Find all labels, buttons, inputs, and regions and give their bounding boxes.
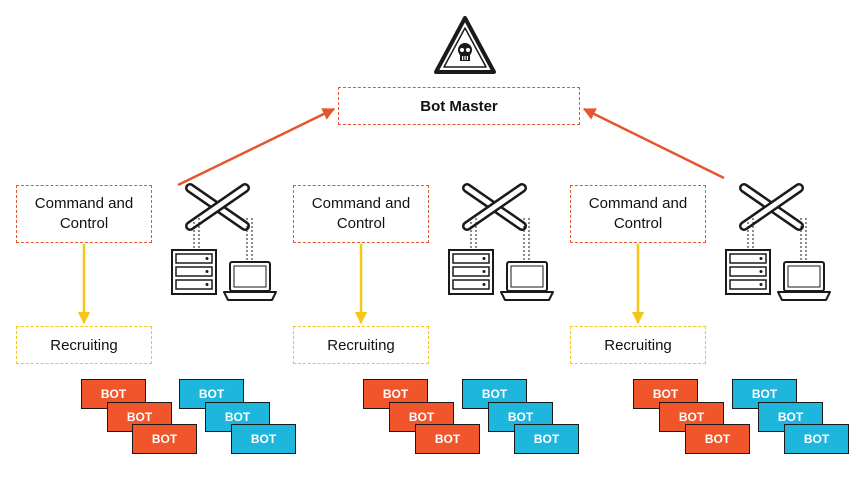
recruiting-label: Recruiting [327,336,395,354]
bot-tile-blue: BOT [784,424,849,454]
bot-tile-blue: BOT [231,424,296,454]
recruiting-box: Recruiting [293,326,429,364]
cc-label-line2: Control [336,215,386,232]
bot-tile-orange: BOT [132,424,197,454]
network-group [171,183,277,301]
cc-label-line1: Command and [311,195,411,212]
recruiting-label: Recruiting [604,336,672,354]
bot-tile-orange: BOT [685,424,750,454]
cc-label-line1: Command and [34,195,134,212]
connection-lines [193,218,253,262]
arrow-to-bot-master-right [582,107,725,180]
cc-label-line2: Control [613,215,663,232]
laptop-icon [223,261,277,301]
recruiting-box: Recruiting [570,326,706,364]
cc-label-line1: Command and [588,195,688,212]
bot-tile-orange: BOT [415,424,480,454]
bot-master-box: Bot Master [338,87,580,125]
recruiting-label: Recruiting [50,336,118,354]
server-rack-icon [171,249,217,295]
bot-tile-blue: BOT [514,424,579,454]
bot-master-label: Bot Master [420,97,498,115]
arrow-to-bot-master-left [177,107,336,187]
skull-warning-icon [434,16,496,74]
recruiting-box: Recruiting [16,326,152,364]
cc-label-line2: Control [59,215,109,232]
